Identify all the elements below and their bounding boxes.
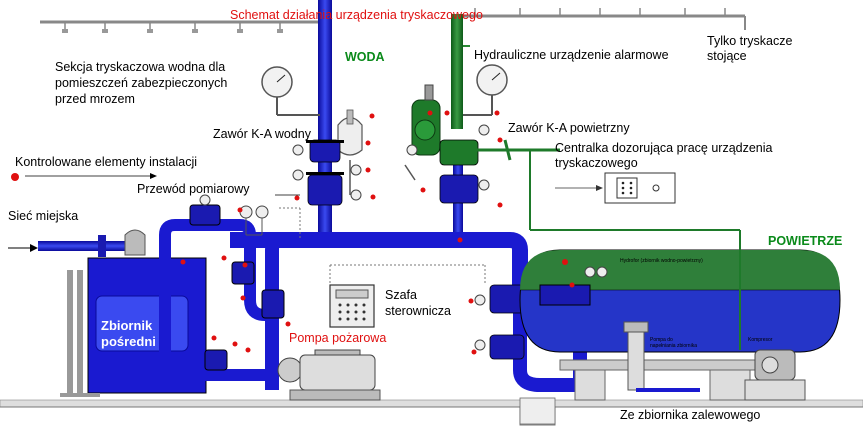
label-tank-2: pośredni bbox=[101, 334, 156, 349]
hydrophore-tank bbox=[519, 249, 841, 401]
main-water-pipe bbox=[230, 232, 587, 392]
label-compressor: Kompresor bbox=[748, 337, 773, 343]
compressor bbox=[529, 150, 806, 401]
label-fire-pump: Pompa pożarowa bbox=[289, 331, 387, 345]
air-sprinkler-branch bbox=[455, 8, 746, 30]
label-woda: WODA bbox=[345, 50, 385, 64]
label-tank-1: Zbiornik bbox=[101, 318, 153, 333]
label-section-2: pomieszczeń zabezpieczonych bbox=[55, 76, 228, 90]
label-upright-sprinklers-1: Tylko tryskacze bbox=[707, 34, 793, 48]
label-fill-pump-2: napełniania zbiornika bbox=[650, 343, 697, 349]
gauge-left bbox=[261, 66, 320, 116]
gauge-right bbox=[463, 64, 508, 116]
intermediate-tank bbox=[60, 257, 207, 397]
label-powietrze: POWIETRZE bbox=[768, 234, 843, 248]
air-riser bbox=[451, 14, 470, 240]
label-air-valve: Zawór K-A powietrzny bbox=[508, 121, 630, 135]
label-fill-pump-1: Pompa do bbox=[650, 337, 673, 343]
measurement-gauges bbox=[239, 205, 301, 240]
label-alarm-device: Hydrauliczne urządzenie alarmowe bbox=[474, 48, 669, 62]
ground bbox=[0, 397, 863, 426]
label-section-1: Sekcja tryskaczowa wodna dla bbox=[55, 60, 226, 74]
suction-piping bbox=[159, 194, 285, 390]
diagram-title: Schemat działania urządzenia tryskaczowe… bbox=[230, 8, 483, 22]
label-upright-sprinklers-2: stojące bbox=[707, 49, 747, 63]
filling-pump bbox=[623, 321, 700, 392]
controlled-element-markers bbox=[11, 110, 575, 355]
legend-arrow bbox=[25, 173, 300, 196]
label-hydrophore: Hydrofor (zbiornik wodno-powietrzny) bbox=[620, 258, 703, 264]
label-section-3: przed mrozem bbox=[55, 92, 135, 106]
air-alarm-valve bbox=[404, 84, 560, 204]
water-sprinkler-branch bbox=[40, 20, 320, 33]
label-water-valve: Zawór K-A wodny bbox=[213, 127, 311, 141]
label-city-supply: Sieć miejska bbox=[8, 209, 79, 223]
city-supply-line bbox=[8, 229, 146, 257]
control-cabinet bbox=[329, 264, 486, 328]
water-alarm-valve bbox=[292, 109, 363, 206]
fire-pump bbox=[277, 349, 381, 401]
label-controlled-elements: Kontrolowane elementy instalacji bbox=[15, 155, 198, 169]
label-cabinet-2: sterownicza bbox=[385, 304, 451, 318]
monitoring-panel bbox=[555, 172, 676, 204]
label-measurement-line: Przewód pomiarowy bbox=[137, 182, 250, 196]
label-flooding-tank: Ze zbiornika zalewowego bbox=[620, 408, 761, 422]
label-cabinet-1: Szafa bbox=[385, 288, 417, 302]
label-monitoring-1: Centralka dozorująca pracę urządzenia bbox=[555, 141, 773, 155]
label-monitoring-2: tryskaczowego bbox=[555, 156, 638, 170]
